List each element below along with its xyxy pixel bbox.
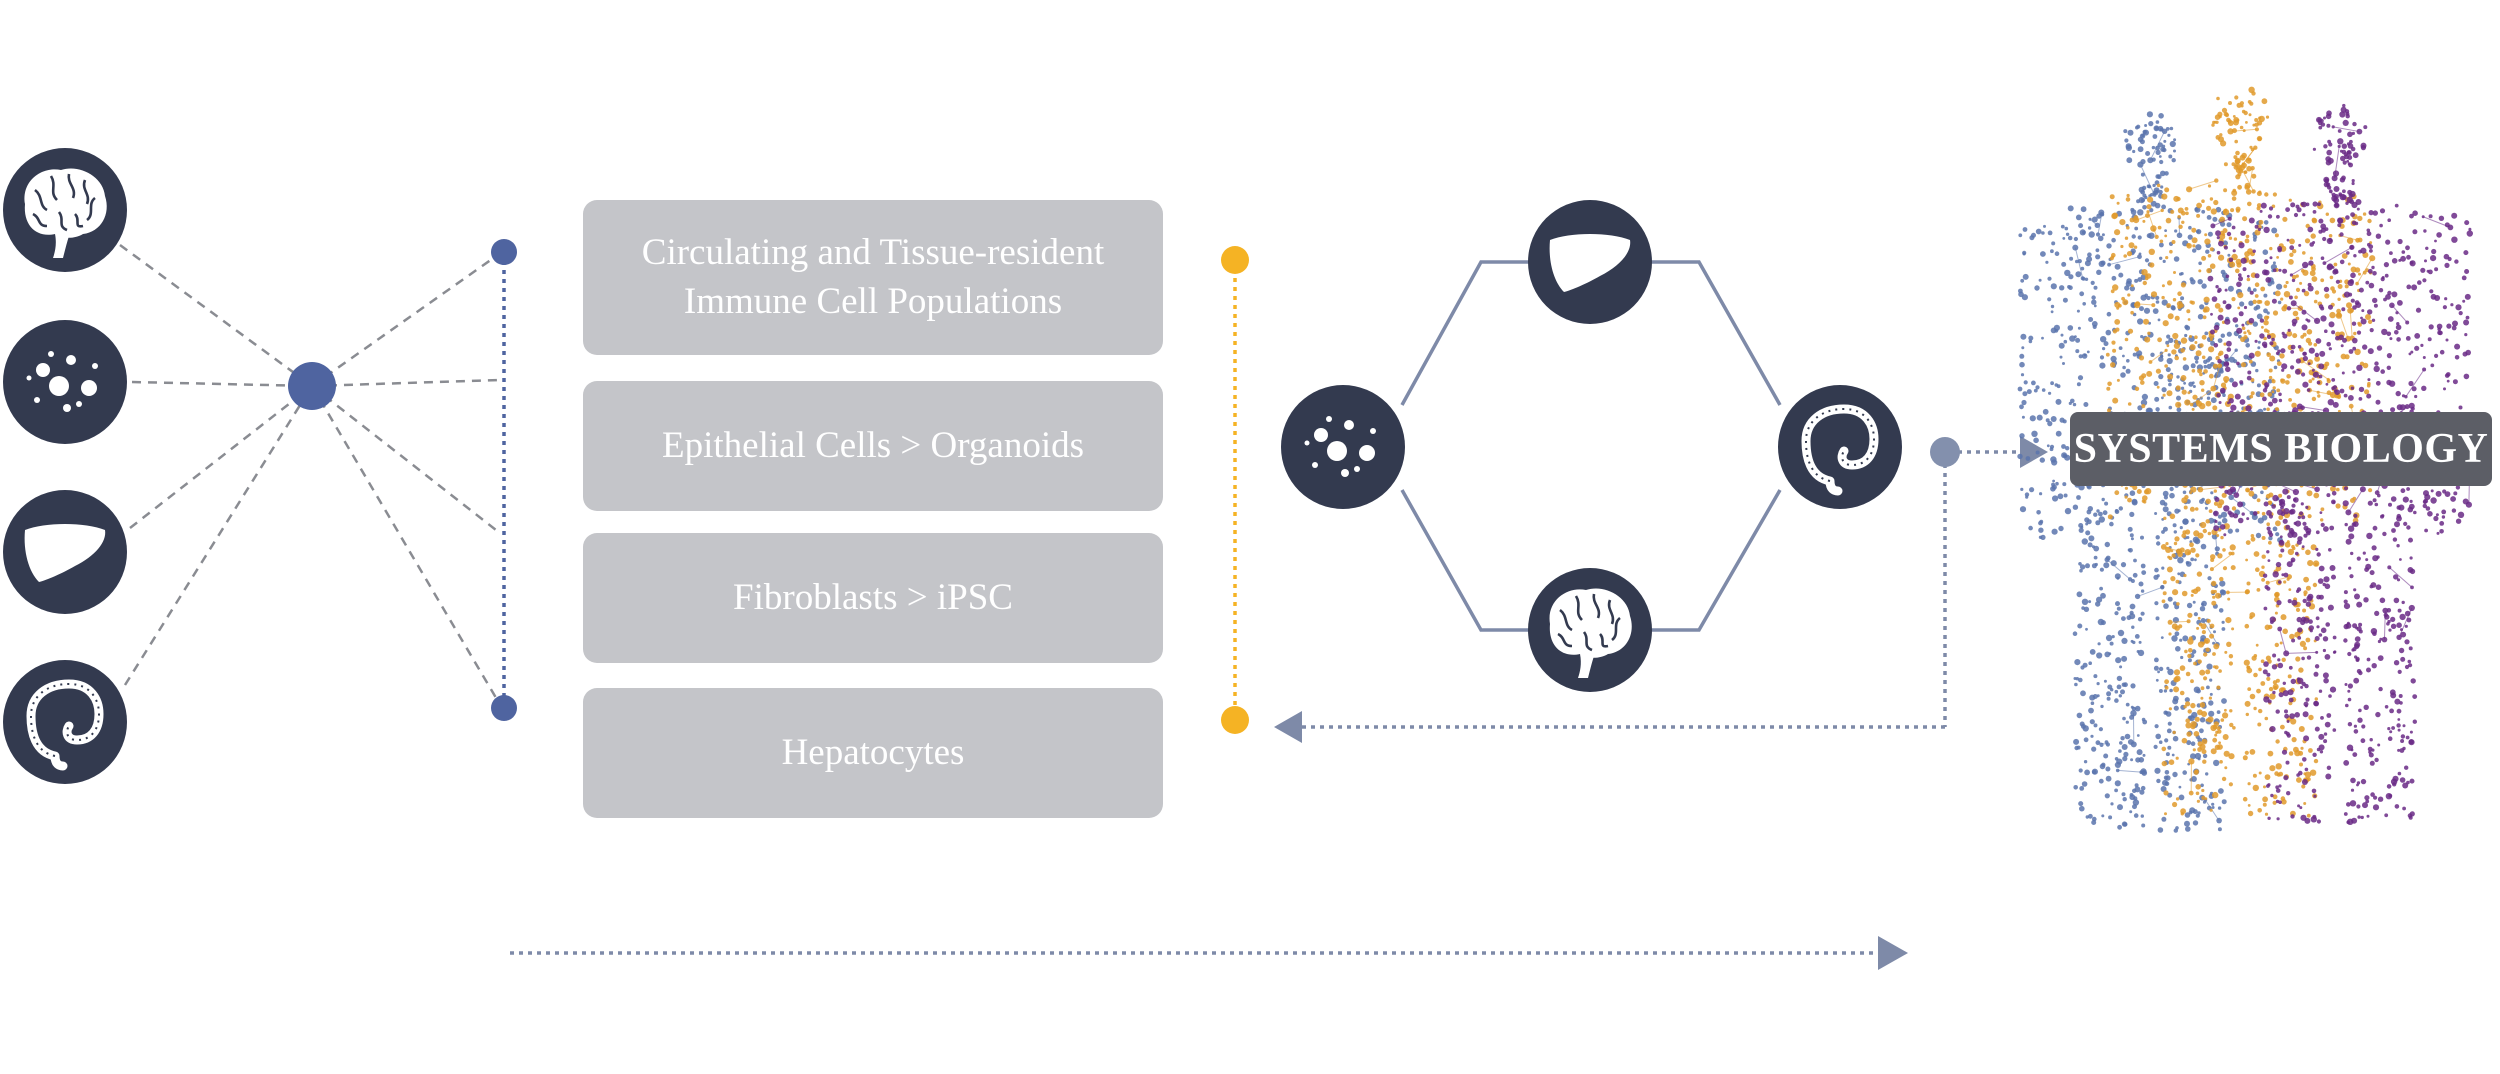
- brain-icon: [1528, 568, 1652, 692]
- intestine-icon: [3, 660, 127, 784]
- cell-type-box-fibroblasts: Fibroblasts > iPSC: [583, 533, 1163, 663]
- systems-biology-label: SYSTEMS BIOLOGY: [2070, 412, 2492, 486]
- ring-edge: [1402, 262, 1532, 405]
- yellow-bracket: [1221, 246, 1249, 734]
- blood-cells-icon: [3, 320, 127, 444]
- blue-bracket: [491, 239, 517, 721]
- bracket-node: [491, 239, 517, 265]
- cell-type-box-epithelial: Epithelial Cells > Organoids: [583, 381, 1163, 511]
- output-node: [1930, 437, 1960, 467]
- arrow-head-left: [1274, 711, 1302, 743]
- bracket-node: [1221, 706, 1249, 734]
- cell-type-box-immune: Circulating and Tissue-resident Immune C…: [583, 200, 1163, 355]
- blood-cells-icon: [1281, 385, 1405, 509]
- cell-type-label: Hepatocytes: [782, 729, 965, 777]
- liver-icon: [3, 490, 127, 614]
- fan-line: [312, 386, 496, 530]
- intestine-icon: [1778, 385, 1902, 509]
- cell-type-label: Circulating and Tissue-resident: [642, 229, 1104, 277]
- bracket-node: [491, 695, 517, 721]
- bracket-node: [1221, 246, 1249, 274]
- cell-type-label: Epithelial Cells > Organoids: [662, 422, 1084, 470]
- ring-edge: [1648, 262, 1780, 405]
- fan-line: [125, 386, 312, 685]
- left-fan-lines: [120, 245, 502, 708]
- fan-line: [312, 386, 502, 708]
- fan-line: [312, 252, 502, 386]
- brain-icon: [3, 148, 127, 272]
- fan-line: [312, 380, 500, 386]
- cell-type-label: Immune Cell Populations: [642, 278, 1104, 326]
- feedback-arrow: [1300, 452, 2018, 727]
- fan-line: [130, 386, 312, 528]
- fan-line: [120, 245, 312, 386]
- fan-line: [132, 382, 312, 386]
- cell-type-box-hepatocytes: Hepatocytes: [583, 688, 1163, 818]
- liver-icon: [1528, 200, 1652, 324]
- hub-node: [288, 362, 336, 410]
- ring-edge: [1648, 490, 1780, 630]
- timeline-arrow-head: [1878, 936, 1908, 970]
- ring-edge: [1402, 490, 1532, 630]
- cell-type-label: Fibroblasts > iPSC: [733, 574, 1013, 622]
